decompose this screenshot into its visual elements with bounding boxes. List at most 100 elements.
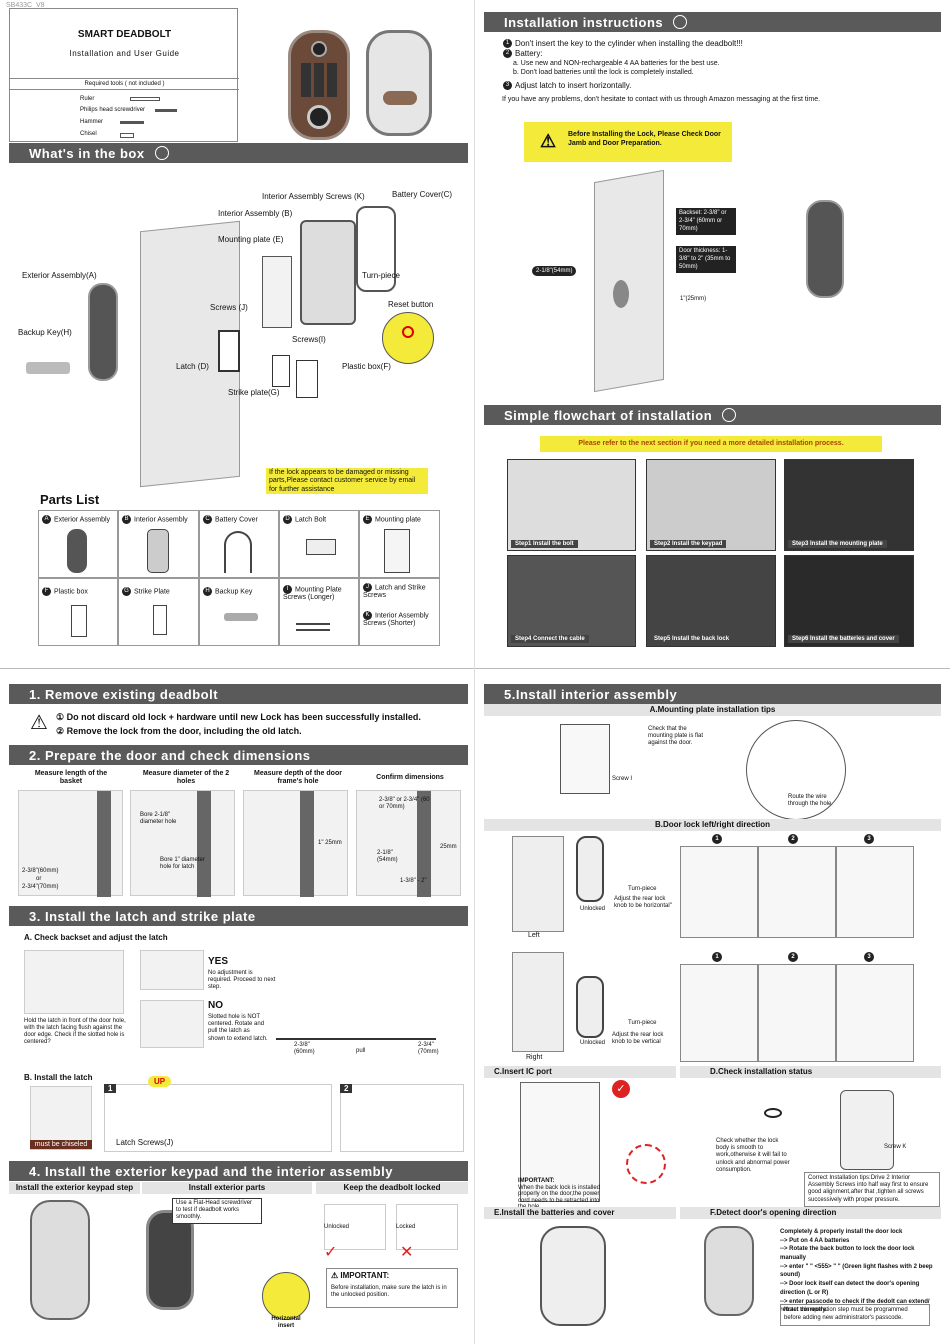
sec3-hold-fig bbox=[24, 950, 124, 1014]
detect-keypad-illustration bbox=[704, 1226, 754, 1316]
status-eye-icon bbox=[764, 1108, 782, 1118]
tool-ruler: Ruler bbox=[80, 96, 95, 102]
sec5-left: Left bbox=[528, 932, 540, 939]
section-header-box: What's in the box bbox=[9, 143, 468, 163]
right-door-illustration bbox=[512, 952, 564, 1052]
horizontal-insert-zoom bbox=[262, 1272, 310, 1320]
part-letter: I bbox=[283, 585, 292, 594]
exterior-keypad-door-illustration bbox=[30, 1200, 90, 1320]
section-header-3: 3. Install the latch and strike plate bbox=[9, 906, 468, 926]
cross-mark-icon: ✕ bbox=[400, 1244, 414, 1261]
part-name: Latch and Strike Screws bbox=[363, 584, 426, 600]
screwdriver-icon bbox=[155, 109, 177, 112]
interior-knob bbox=[383, 91, 417, 105]
bore-hole bbox=[613, 280, 629, 308]
label-strike-plate: Strike plate(G) bbox=[228, 388, 280, 397]
sec5-turn-piece-right: Turn-piece bbox=[628, 1020, 657, 1026]
sec4-important-box: ⚠ IMPORTANT: Before installation, make s… bbox=[326, 1268, 458, 1308]
unlocked-fig bbox=[324, 1204, 386, 1250]
sec5-a-title: A.Mounting plate installation tips bbox=[484, 704, 941, 716]
instruction-note: If you have any problems, don't hesitate… bbox=[502, 96, 821, 103]
f-line-4: --> Door lock itself can detect the door… bbox=[780, 1281, 920, 1296]
sec3-yes: YES bbox=[208, 956, 229, 967]
right-step-num-1: 1 bbox=[712, 952, 722, 962]
sec1-line2: ② Remove the lock from the door, includi… bbox=[56, 726, 302, 736]
sec3-b-title: B. Install the latch bbox=[24, 1073, 93, 1082]
cover-part-icon bbox=[224, 531, 252, 573]
left-step-1 bbox=[680, 846, 758, 938]
section-header-4: 4. Install the exterior keypad and the i… bbox=[9, 1161, 468, 1181]
callout-text: Before Installing the Lock, Please Check… bbox=[568, 131, 721, 148]
instructions-title: Installation instructions bbox=[504, 14, 664, 30]
part-name: Exterior Assembly bbox=[54, 516, 111, 524]
sec5-f-title: F.Detect door's opening direction bbox=[680, 1207, 941, 1219]
part-letter: B bbox=[122, 515, 131, 524]
sec5-screw: Screw I bbox=[612, 776, 633, 782]
box-part-icon bbox=[71, 605, 87, 637]
sec5-adj-h: Adjust the rear lock knob to be horizont… bbox=[614, 896, 672, 910]
sec3-latch-screws: Latch Screws(J) bbox=[116, 1138, 174, 1147]
mounting-plate-tip-illustration bbox=[560, 724, 610, 794]
warning-icon: ⚠ bbox=[540, 131, 557, 151]
section-header-flowchart: Simple flowchart of installation bbox=[484, 405, 941, 425]
sec5-f-note: Note: this operation step must be progra… bbox=[780, 1304, 930, 1326]
key-cylinder bbox=[307, 105, 331, 129]
sec3-yes-fig bbox=[140, 950, 204, 990]
f-line-1: --> Put on 4 AA batteries bbox=[780, 1237, 850, 1244]
step5-photo bbox=[646, 555, 776, 647]
sec3-no: NO bbox=[208, 1000, 223, 1011]
left-door-illustration bbox=[512, 836, 564, 932]
step1-caption: Step1 Install the bolt bbox=[511, 540, 578, 548]
sec2-bore-note: Bore 2-1/8" diameter hole bbox=[140, 812, 177, 825]
strike-part-icon bbox=[153, 605, 167, 635]
sec5-turn-piece-left: Turn-piece bbox=[628, 886, 657, 892]
part-letter: F bbox=[42, 587, 51, 596]
part-name: Mounting Plate Screws (Longer) bbox=[283, 586, 342, 602]
sec2-fig4 bbox=[356, 790, 461, 897]
step2-caption: Step2 Install the keypad bbox=[650, 540, 727, 548]
step3-photo bbox=[784, 459, 914, 551]
product-exterior-image bbox=[288, 30, 350, 140]
part-letter: D bbox=[283, 515, 292, 524]
part-name: Battery Cover bbox=[215, 516, 258, 524]
important-warning-icon: ⚠ bbox=[331, 1271, 341, 1280]
sec5-f-lines: Completely & properly install the door l… bbox=[780, 1228, 940, 1315]
f-line-3: --> enter " " <555> " " (Green light fla… bbox=[780, 1263, 933, 1279]
latch-adjust-illustration bbox=[276, 990, 436, 1040]
backset-label: Backset: 2-3/8" or 2-3/4" (60mm or 70mm) bbox=[676, 208, 736, 236]
ruler-icon bbox=[130, 97, 160, 101]
key-part-icon bbox=[224, 613, 258, 621]
part-name: Latch Bolt bbox=[295, 516, 327, 524]
sec2-c4: 1-3/8" - 2" bbox=[400, 878, 427, 884]
sec3-title: 3. Install the latch and strike plate bbox=[29, 908, 256, 924]
right-interior-lock bbox=[576, 976, 604, 1038]
sec4-tip: Use a Flat-Head screwdriver to test if d… bbox=[172, 1198, 262, 1224]
step2-photo bbox=[646, 459, 776, 551]
sec4-locked: Locked bbox=[396, 1224, 416, 1230]
latch-illustration bbox=[218, 330, 240, 372]
left-step-2 bbox=[758, 846, 836, 938]
plate-part-icon bbox=[384, 529, 410, 573]
f-line-5: --> enter passcode to check if the dedol… bbox=[780, 1298, 930, 1314]
sec2-col1: Measure length of the basket bbox=[34, 770, 108, 785]
sec3-no-text: Slotted hole is NOT centered. Rotate and… bbox=[208, 1014, 268, 1042]
keypad-grid bbox=[301, 63, 339, 97]
damage-warning: If the lock appears to be damaged or mis… bbox=[266, 468, 428, 494]
cover-subtitle: Installation and User Guide bbox=[69, 49, 180, 58]
cover-box: SMART DEADBOLT Installation and User Gui… bbox=[9, 8, 239, 142]
exterior-part-icon bbox=[67, 529, 87, 573]
section-header-5: 5.Install interior assembly bbox=[484, 684, 941, 704]
